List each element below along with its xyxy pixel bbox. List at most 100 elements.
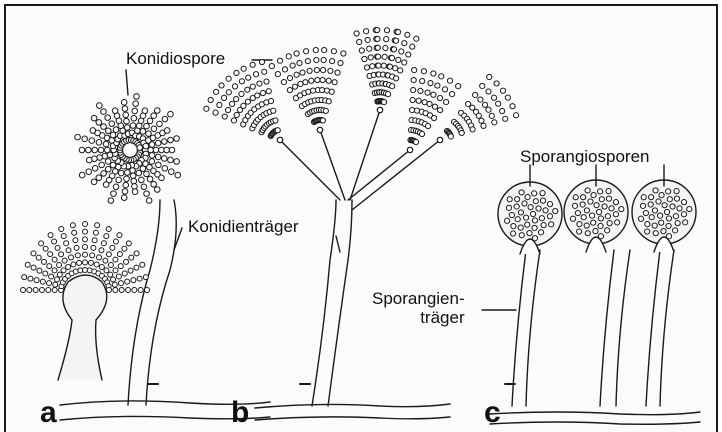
conidia-a-small xyxy=(75,253,80,258)
conidia-b-chain xyxy=(341,51,346,56)
branch-b xyxy=(352,140,440,210)
conidia-b-chain xyxy=(239,79,244,84)
conidia-a-head xyxy=(134,94,140,100)
conidia-b-chain xyxy=(411,87,416,92)
conidia-b-chain xyxy=(303,80,308,85)
conidia-b-chain xyxy=(245,99,250,104)
sporangiophore-c xyxy=(526,250,540,406)
sporangiospore xyxy=(607,221,612,226)
conidia-a-small xyxy=(113,268,118,273)
conidia-b-chain xyxy=(381,63,386,68)
conidia-a-small xyxy=(48,252,53,257)
conidia-a-head xyxy=(149,153,155,159)
conidia-b-chain xyxy=(234,70,239,75)
sporangiospore xyxy=(596,209,601,214)
conidia-b-chain xyxy=(489,113,494,118)
conidia-a-head xyxy=(132,189,138,195)
conidia-b-chain xyxy=(505,95,510,100)
conidia-a-small xyxy=(47,264,52,269)
conidia-a-small xyxy=(90,253,95,258)
conidia-b-chain xyxy=(234,96,239,101)
conidia-a-head xyxy=(174,136,180,142)
conidia-a-small xyxy=(21,288,26,293)
hypha-b xyxy=(255,404,450,408)
conidia-a-head xyxy=(139,177,145,183)
conidia-a-head xyxy=(101,124,107,130)
sporangiospore xyxy=(641,195,646,200)
conidia-b-chain xyxy=(425,123,430,128)
conidia-a-small xyxy=(124,259,129,264)
conidia-a-small xyxy=(128,268,133,273)
conidia-a-head xyxy=(164,147,170,153)
conidia-b-chain xyxy=(307,68,312,73)
conidia-b-chain xyxy=(268,98,273,103)
conidia-a-head xyxy=(162,165,168,171)
sporangiophore-c xyxy=(646,250,660,406)
conidia-a-small xyxy=(106,252,111,257)
conidia-b-chain xyxy=(313,48,318,53)
conidia-b-chain xyxy=(269,64,274,69)
conidia-a-head xyxy=(148,147,154,153)
conidia-a-head xyxy=(121,195,127,201)
conidia-a-head xyxy=(131,115,137,121)
conidia-a-head xyxy=(121,100,127,106)
conidia-a-small xyxy=(119,288,124,293)
conidia-a-head xyxy=(111,191,117,197)
conidia-a-small xyxy=(57,272,62,277)
conidia-b-chain xyxy=(406,52,411,57)
hypha-b xyxy=(255,417,450,420)
sporangiospore xyxy=(539,216,544,221)
conidia-a-small xyxy=(113,257,118,262)
conidia-b-chain xyxy=(264,79,269,84)
conidia-a-head xyxy=(124,125,130,131)
conidia-a-small xyxy=(39,241,44,246)
conidia-a-small xyxy=(53,282,58,287)
conidia-b-chain xyxy=(304,49,309,54)
sporangiospore xyxy=(591,220,596,225)
conidia-b-chain xyxy=(329,89,334,94)
conidia-b-chain xyxy=(314,57,319,62)
conidia-b-chain xyxy=(338,60,343,65)
sporangiospore xyxy=(580,202,585,207)
conidia-a-small xyxy=(52,239,57,244)
conidia-a-head xyxy=(137,145,143,151)
sporangiospore xyxy=(528,205,533,210)
conidia-a-small xyxy=(31,265,36,270)
conidia-a-head xyxy=(124,170,130,176)
sporangiospore xyxy=(530,211,535,216)
conidia-a-small xyxy=(91,245,96,250)
sporangiospore xyxy=(585,188,590,193)
sporangiospore xyxy=(653,188,658,193)
conidia-b-chain xyxy=(321,67,326,72)
conidia-a-small xyxy=(97,255,102,260)
conidia-a-head xyxy=(123,112,129,118)
sporangiospore xyxy=(649,195,654,200)
conidia-a-small xyxy=(107,288,112,293)
conidia-b-chain xyxy=(486,107,491,112)
conidia-a-small xyxy=(103,258,108,263)
conidia-b-chain xyxy=(478,97,483,102)
conidia-b-chain xyxy=(414,36,419,41)
conidia-a-small xyxy=(52,288,57,293)
conidia-b-chain xyxy=(384,37,389,42)
conidia-a-head xyxy=(109,121,115,127)
sporangiospore xyxy=(645,229,650,234)
conidia-b-chain xyxy=(500,88,505,93)
conidia-a-small xyxy=(129,255,134,260)
conidia-b-chain xyxy=(213,110,218,115)
conidia-b-chain xyxy=(377,107,382,112)
conidia-a-small xyxy=(71,262,76,267)
sporangiophore-c xyxy=(660,250,674,406)
conidia-b-chain xyxy=(320,77,325,82)
sporangiospore xyxy=(670,204,675,209)
conidia-b-chain xyxy=(294,72,299,77)
sporangiospore xyxy=(667,197,672,202)
conidia-b-chain xyxy=(393,38,398,43)
conidia-a-small xyxy=(83,229,88,234)
conidiophore-a-stalk xyxy=(128,200,160,405)
conidia-a-head xyxy=(113,127,119,133)
conidia-a-head xyxy=(86,147,92,153)
conidia-a-small xyxy=(83,245,88,250)
sporangiospore xyxy=(577,221,582,226)
conidia-b-chain xyxy=(330,58,335,63)
